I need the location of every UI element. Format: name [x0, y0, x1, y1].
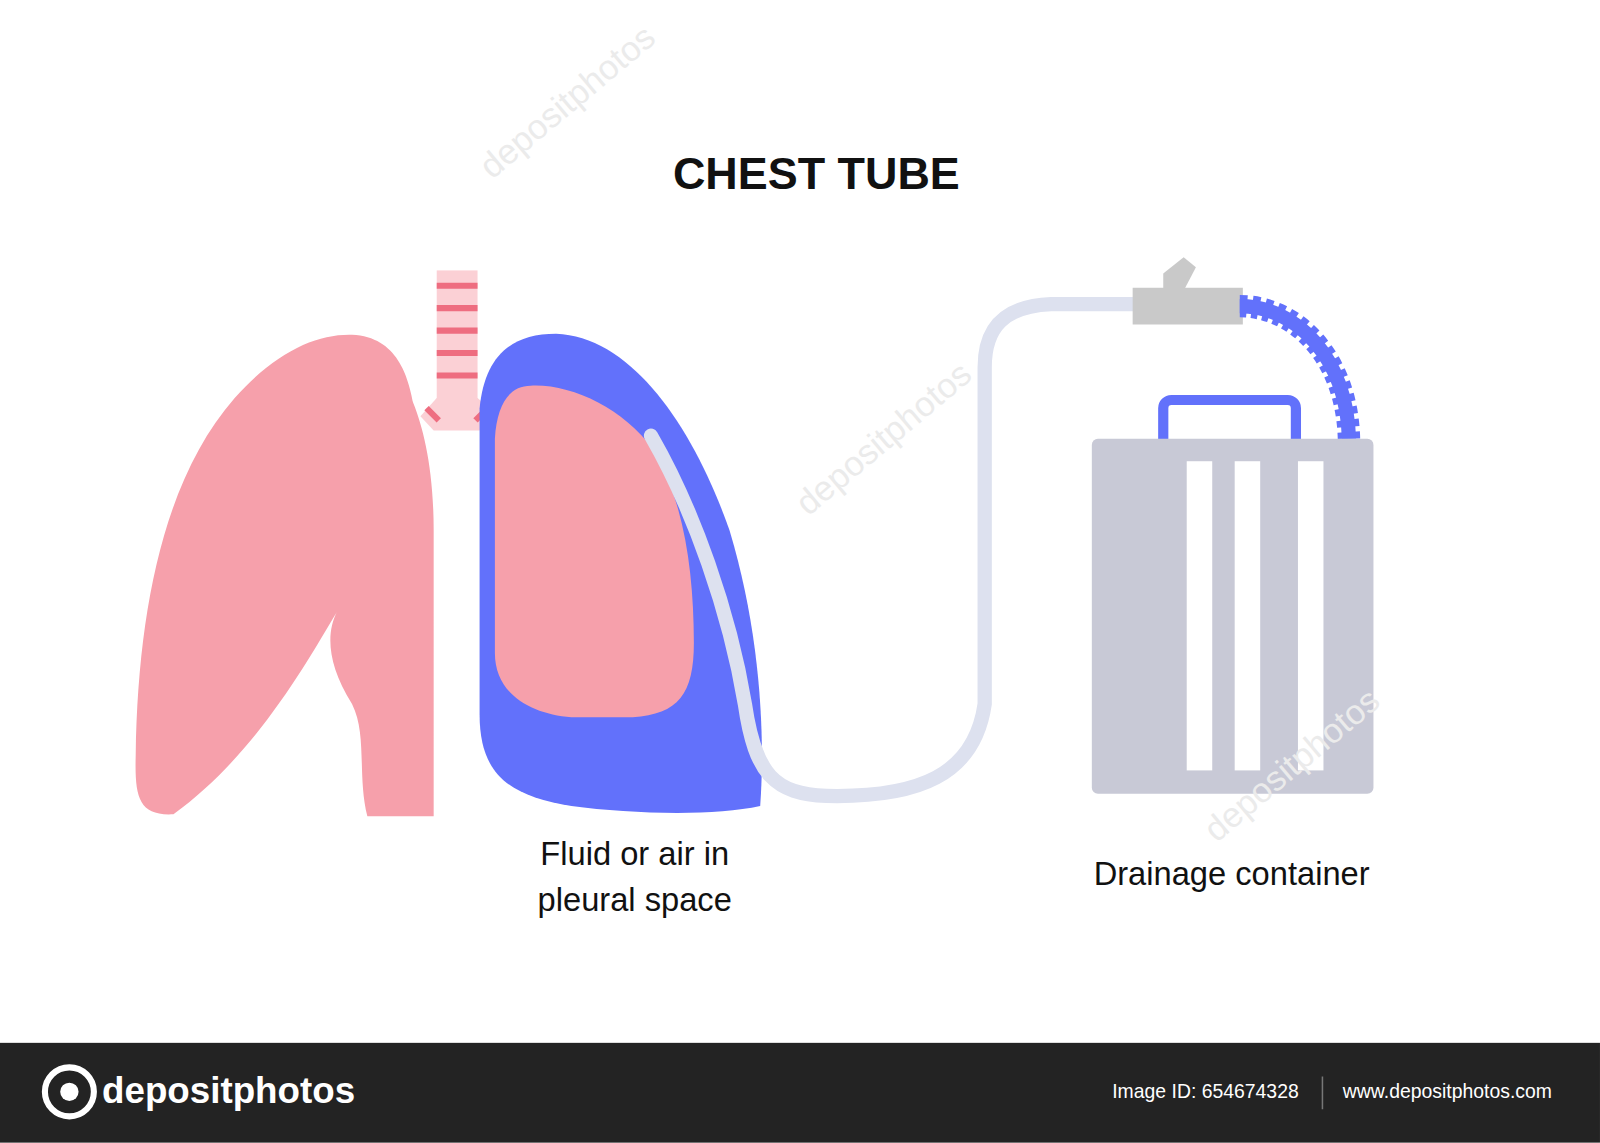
connector-port: [1163, 257, 1196, 291]
image-id: Image ID: 654674328: [1112, 1081, 1298, 1103]
footer-url: www.depositphotos.com: [1343, 1081, 1552, 1103]
chamber: [1235, 461, 1261, 770]
trachea: [437, 270, 478, 403]
logo-icon: [45, 1067, 94, 1116]
divider: [1322, 1077, 1324, 1110]
footer-logo: depositphotos: [102, 1069, 355, 1112]
tube-connector: [1133, 288, 1243, 325]
watermark: depositphotos: [472, 17, 663, 186]
collapsed-lung: [495, 386, 694, 718]
watermark: depositphotos: [788, 354, 979, 523]
logo-icon: [60, 1083, 78, 1101]
part-label: Drainage container: [1094, 855, 1370, 893]
part-label: Fluid or air in pleural space: [497, 832, 773, 924]
footer-bar: [0, 1043, 1600, 1143]
chest-tube: [651, 304, 1135, 796]
diagram-title: CHEST TUBE: [673, 148, 960, 199]
pleural-space: [480, 334, 762, 813]
right-lung: [136, 335, 434, 817]
chamber: [1187, 461, 1213, 770]
